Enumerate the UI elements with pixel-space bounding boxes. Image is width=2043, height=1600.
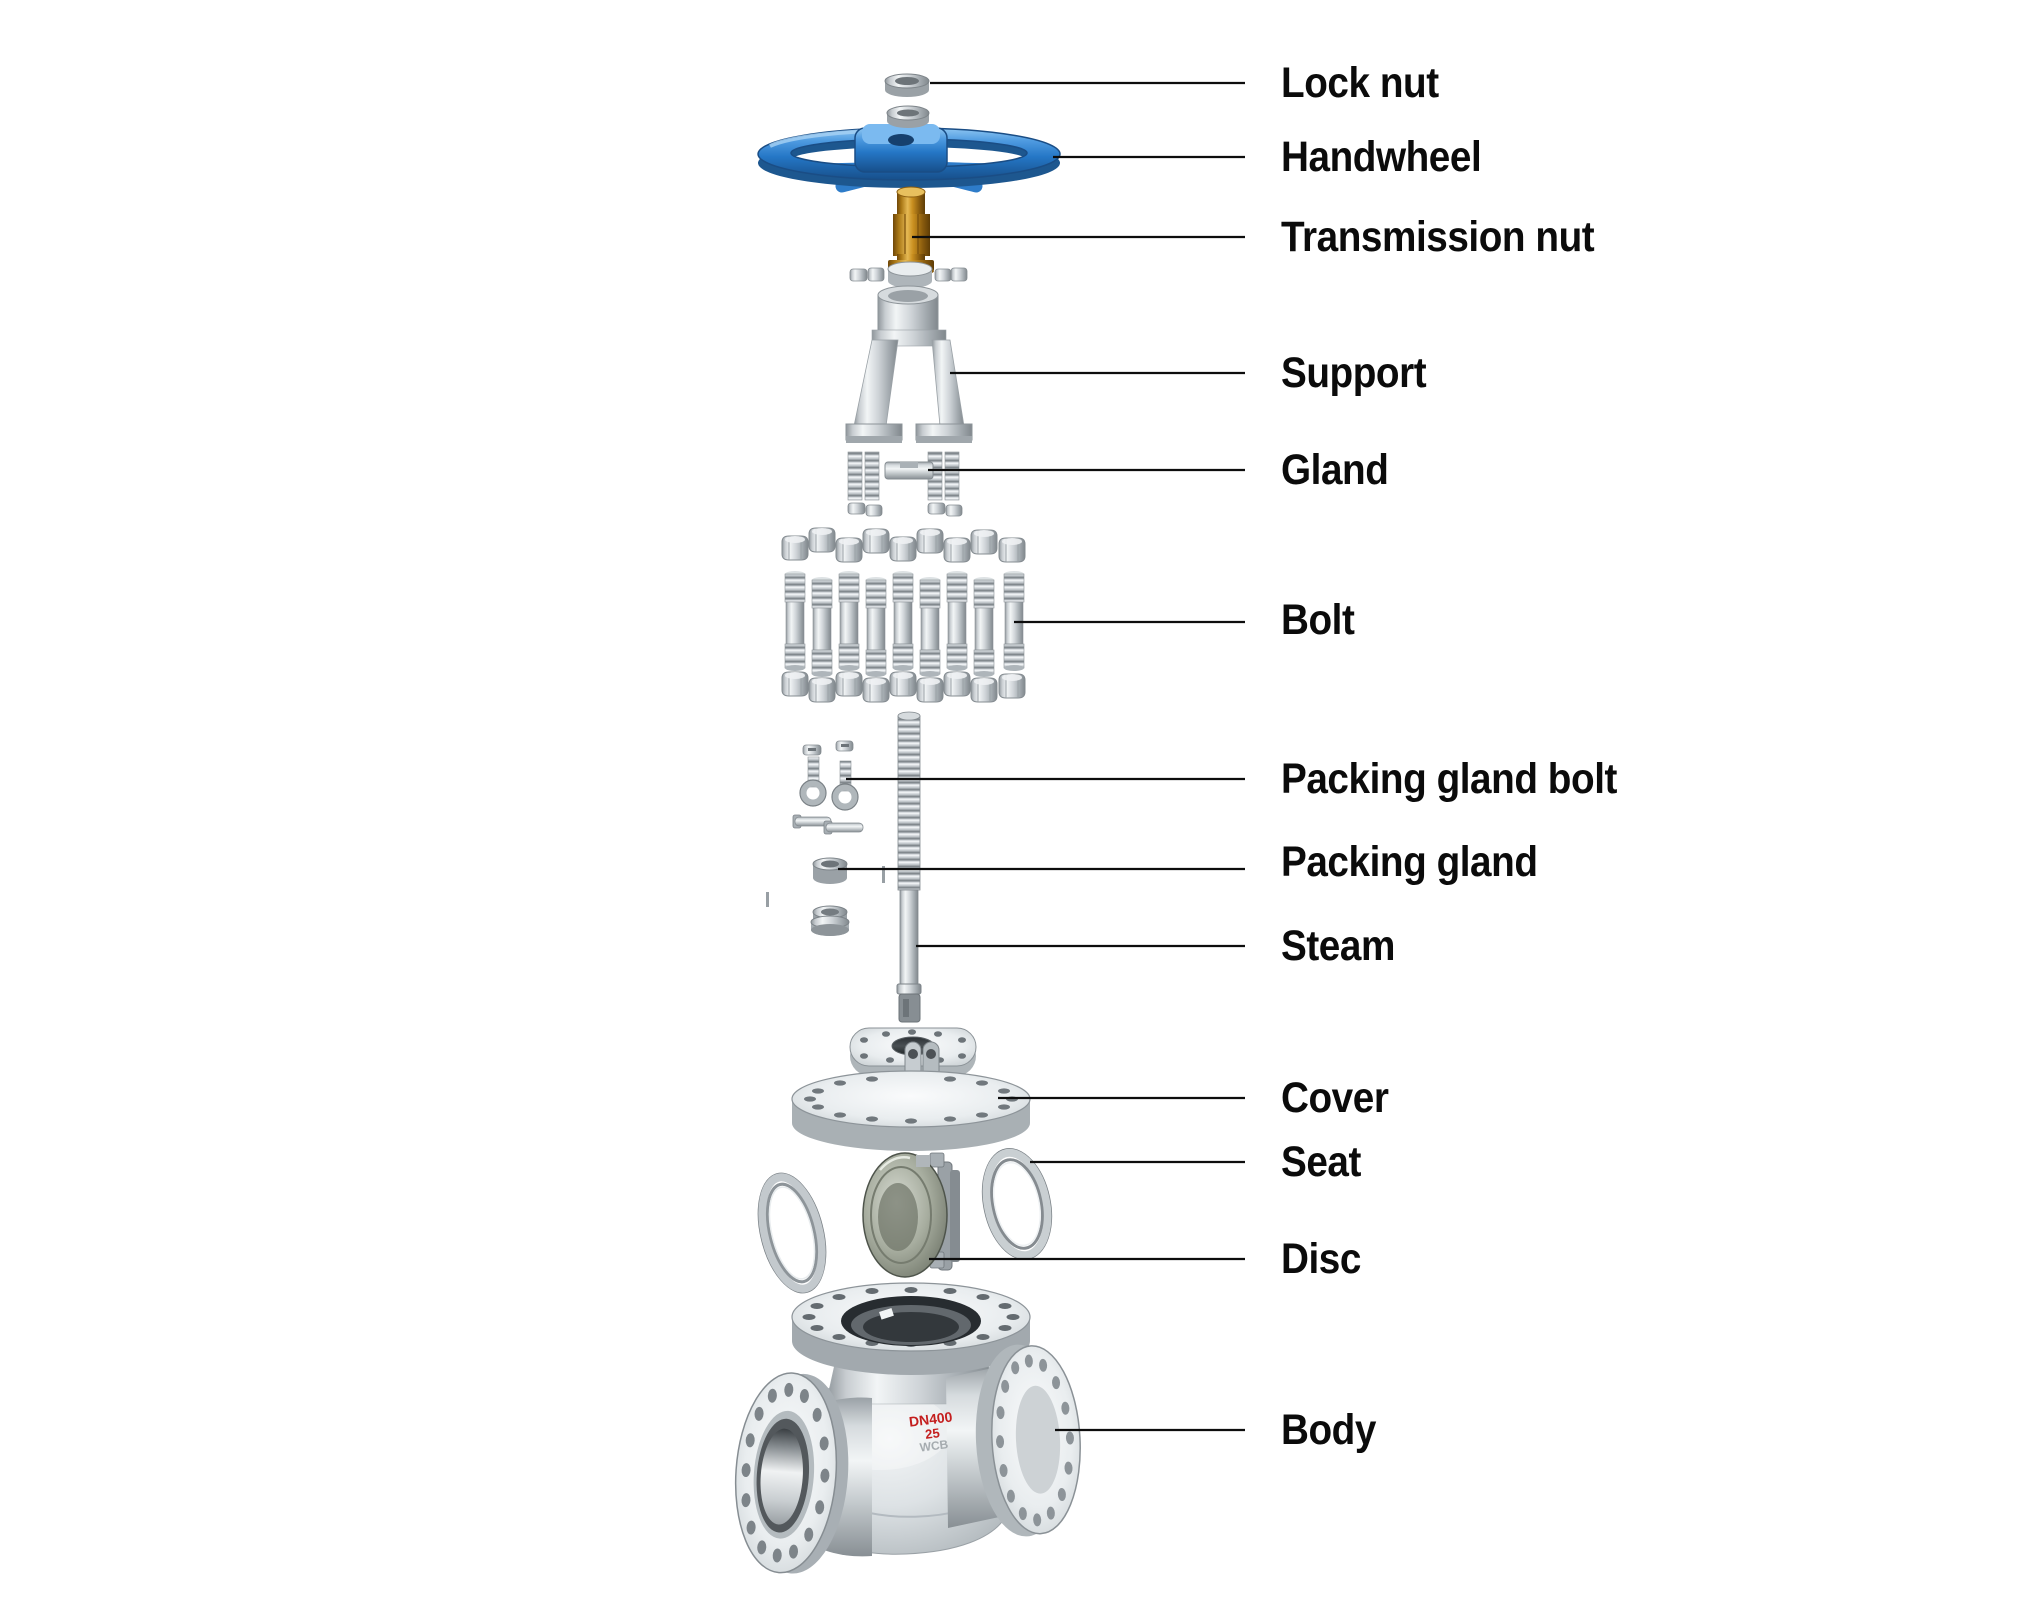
handwheel-part [757,124,1061,193]
packing-gland-bolt-part [792,740,864,835]
body-right-flange [975,1344,1081,1537]
support-part [845,285,973,443]
label-gland: Gland [1281,446,1389,494]
bolt-group [781,527,1026,703]
packing-ring [810,905,850,936]
label-body: Body [1281,1406,1376,1454]
lock-nut-part [884,73,930,128]
seat-part-left [757,1172,827,1294]
body-left-flange [734,1372,849,1574]
cover-part [791,1027,1031,1151]
label-seat: Seat [1281,1138,1361,1186]
label-cover: Cover [1281,1074,1389,1122]
label-support: Support [1281,349,1427,397]
label-transmission-nut: Transmission nut [1281,213,1595,261]
disc-part [862,1152,960,1278]
label-disc: Disc [1281,1235,1361,1283]
marking-size: DN400 [908,1408,953,1429]
seat-part-right [981,1148,1053,1260]
label-packing-gland: Packing gland [1281,838,1538,886]
stem-part [896,711,922,1023]
leader-lines [838,81,1245,1432]
label-bolt: Bolt [1281,596,1355,644]
body-flange-holes [802,1287,1020,1347]
marking-material: WCB [919,1437,949,1454]
label-steam: Steam [1281,922,1395,970]
label-packing-gland-bolt: Packing gland bolt [1281,755,1617,803]
label-handwheel: Handwheel [1281,133,1482,181]
packing-gland-part [766,857,885,907]
marking-class: 25 [924,1425,940,1442]
gland-part [847,451,963,517]
body-markings: DN400 25 WCB [908,1408,953,1454]
label-lock-nut: Lock nut [1281,59,1439,107]
body-part: DN400 25 WCB [734,1282,1081,1574]
washer-and-nuts [849,261,968,288]
